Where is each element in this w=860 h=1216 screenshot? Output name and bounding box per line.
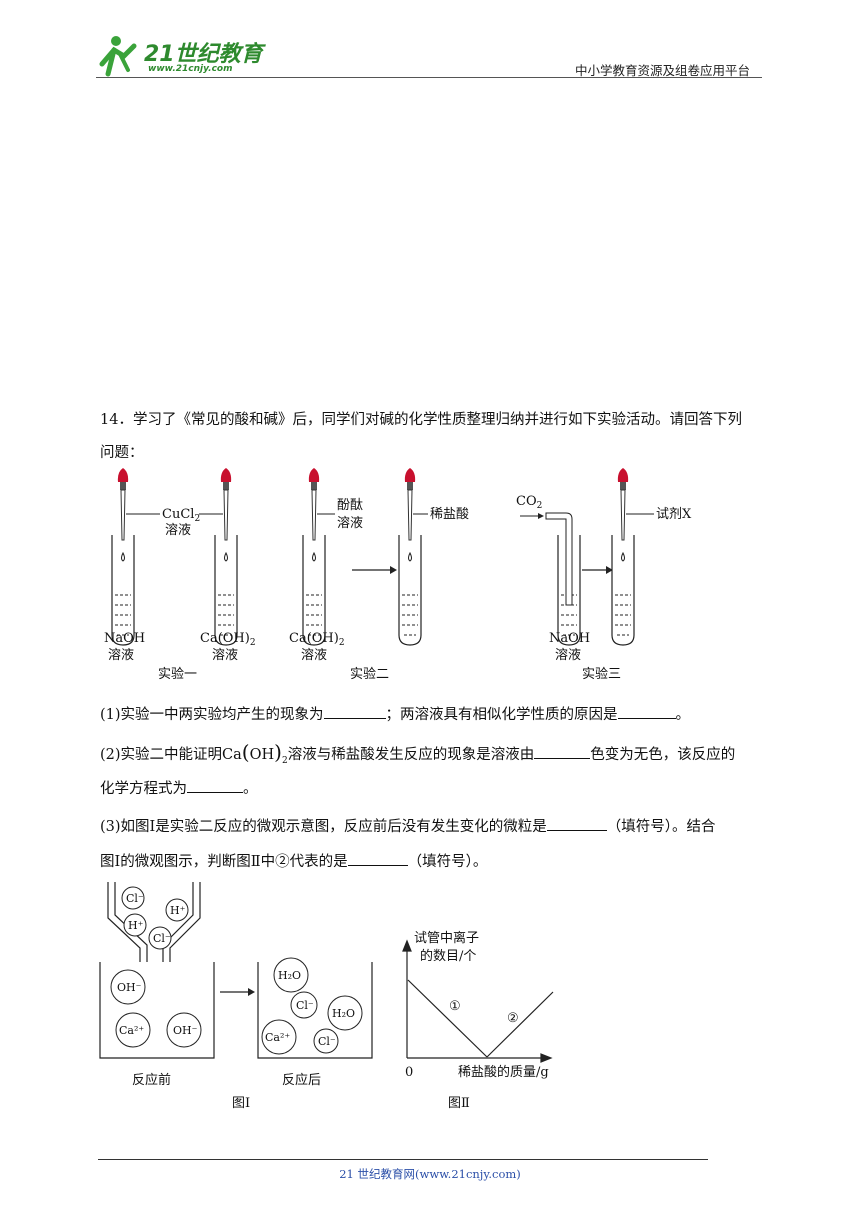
beaker-before — [99, 962, 215, 1059]
svg-text:Cl⁻: Cl⁻ — [153, 932, 171, 945]
answer-blank-2a[interactable] — [534, 744, 591, 759]
label-cucl2: CuCl2 — [162, 507, 200, 524]
answer-blank-1b[interactable] — [617, 704, 676, 719]
label-dilute-hcl: 稀盐酸 — [430, 507, 469, 522]
label-caoh2-2: Ca(OH)2 — [289, 631, 345, 648]
formula-caoh2: Ca(OH)2 — [222, 740, 288, 766]
header-divider — [96, 77, 762, 78]
footer-text[interactable]: 21 世纪教育网(www.21cnjy.com) — [339, 1167, 521, 1181]
figure1-arrow — [220, 988, 255, 996]
logo-runner-icon — [99, 36, 137, 77]
figure1-funnel — [107, 882, 201, 962]
exp3-tube-naoh — [545, 512, 581, 646]
label-cucl2-solution: 溶液 — [165, 523, 191, 538]
series-2-line — [486, 991, 554, 1058]
header-platform-text: 中小学教育资源及组卷应用平台 — [575, 63, 751, 78]
figure2-origin: 0 — [405, 1065, 413, 1080]
figure2-marker-1: ① — [449, 999, 461, 1014]
figure1-before-label: 反应前 — [132, 1072, 171, 1088]
svg-text:H⁺: H⁺ — [170, 904, 186, 917]
subquestion-2-line2: 化学方程式为。 — [100, 778, 258, 799]
label-naoh-3-solution: 溶液 — [555, 648, 581, 663]
ions-top: Cl⁻ H⁺ H⁺ Cl⁻ — [121, 886, 189, 950]
svg-text:H₂O: H₂O — [278, 969, 301, 982]
question-stem-line2: 问题： — [100, 445, 144, 461]
beaker-after — [257, 962, 373, 1059]
figure2-y-label-line2: 的数目/个 — [420, 948, 476, 964]
figure2-y-label-line1: 试管中离子 — [414, 930, 479, 946]
svg-text:Cl⁻: Cl⁻ — [318, 1035, 336, 1048]
svg-text:Ca²⁺: Ca²⁺ — [265, 1031, 290, 1044]
label-phenolphthalein-solution: 溶液 — [337, 516, 363, 531]
answer-blank-2b[interactable] — [187, 778, 243, 793]
answer-blank-3b[interactable] — [347, 851, 408, 866]
label-caoh2-1-solution: 溶液 — [212, 648, 238, 663]
svg-text:H₂O: H₂O — [332, 1007, 355, 1020]
answer-blank-3a[interactable] — [546, 816, 607, 831]
label-reagent-x: 试剂X — [656, 507, 692, 522]
subquestion-1: (1)实验一中两实验均产生的现象为；两溶液具有相似化学性质的原因是。 — [100, 704, 690, 725]
label-co2: CO2 — [516, 494, 542, 511]
figure2-x-label: 稀盐酸的质量/g — [458, 1064, 549, 1080]
series-1-line — [407, 979, 488, 1058]
svg-text:Ca²⁺: Ca²⁺ — [119, 1024, 144, 1037]
question-stem-line1: 14．学习了《常见的酸和碱》后，同学们对碱的化学性质整理归纳并进行如下实验活动。… — [100, 412, 742, 428]
svg-text:OH⁻: OH⁻ — [173, 1024, 198, 1037]
logo-url-text: www.21cnjy.com — [148, 64, 233, 74]
svg-text:Cl⁻: Cl⁻ — [296, 999, 314, 1012]
subquestion-3-line1: (3)如图Ⅰ是实验二反应的微观示意图，反应前后没有发生变化的微粒是（填符号）。结… — [100, 816, 716, 837]
ions-before: OH⁻ Ca²⁺ OH⁻ — [110, 969, 202, 1048]
figure2-series-lines — [407, 979, 554, 1058]
label-caoh2-2-solution: 溶液 — [301, 648, 327, 663]
svg-text:Cl⁻: Cl⁻ — [126, 892, 144, 905]
svg-text:H⁺: H⁺ — [128, 919, 144, 932]
exp2-label: 实验二 — [350, 666, 389, 682]
exp1-label: 实验一 — [158, 666, 197, 682]
answer-blank-1a[interactable] — [323, 704, 386, 719]
exp2-arrow — [352, 566, 397, 574]
figure2-caption: 图Ⅱ — [448, 1096, 470, 1111]
figure2-marker-2: ② — [507, 1011, 519, 1026]
label-naoh: NaOH — [104, 631, 145, 646]
figure-micro-and-graph: Cl⁻ H⁺ H⁺ Cl⁻ OH⁻ Ca²⁺ OH⁻ 反应前 H₂O Cl⁻ H… — [99, 882, 554, 1111]
header-logo: 21世纪教育 www.21cnjy.com — [94, 34, 264, 78]
figure1-after-label: 反应后 — [282, 1072, 321, 1088]
label-phenolphthalein: 酚酞 — [337, 498, 363, 513]
exp3-label: 实验三 — [582, 666, 621, 682]
subquestion-3-line2: 图Ⅰ的微观图示，判断图Ⅱ中②代表的是（填符号）。 — [100, 851, 487, 872]
footer-divider — [98, 1159, 708, 1160]
ions-after: H₂O Cl⁻ H₂O Ca²⁺ Cl⁻ — [261, 957, 363, 1055]
exp3-arrow — [582, 566, 613, 574]
svg-text:OH⁻: OH⁻ — [117, 981, 142, 994]
label-naoh-3: NaOH — [549, 631, 590, 646]
experiments-figure: CuCl2 溶液 NaOH 溶液 Ca(OH)2 溶液 实验一 酚酞 溶液 稀盐… — [104, 467, 692, 682]
label-caoh2-1: Ca(OH)2 — [200, 631, 256, 648]
label-naoh-solution: 溶液 — [108, 648, 134, 663]
subquestion-2-line1: (2)实验二中能证明Ca(OH)2溶液与稀盐酸发生反应的现象是溶液由色变为无色，… — [100, 740, 736, 766]
logo-main-text: 21世纪教育 — [144, 42, 263, 67]
figure1-caption: 图Ⅰ — [232, 1096, 250, 1111]
figure2-axes — [402, 939, 553, 1063]
exp3-arrow-co2 — [520, 513, 544, 519]
